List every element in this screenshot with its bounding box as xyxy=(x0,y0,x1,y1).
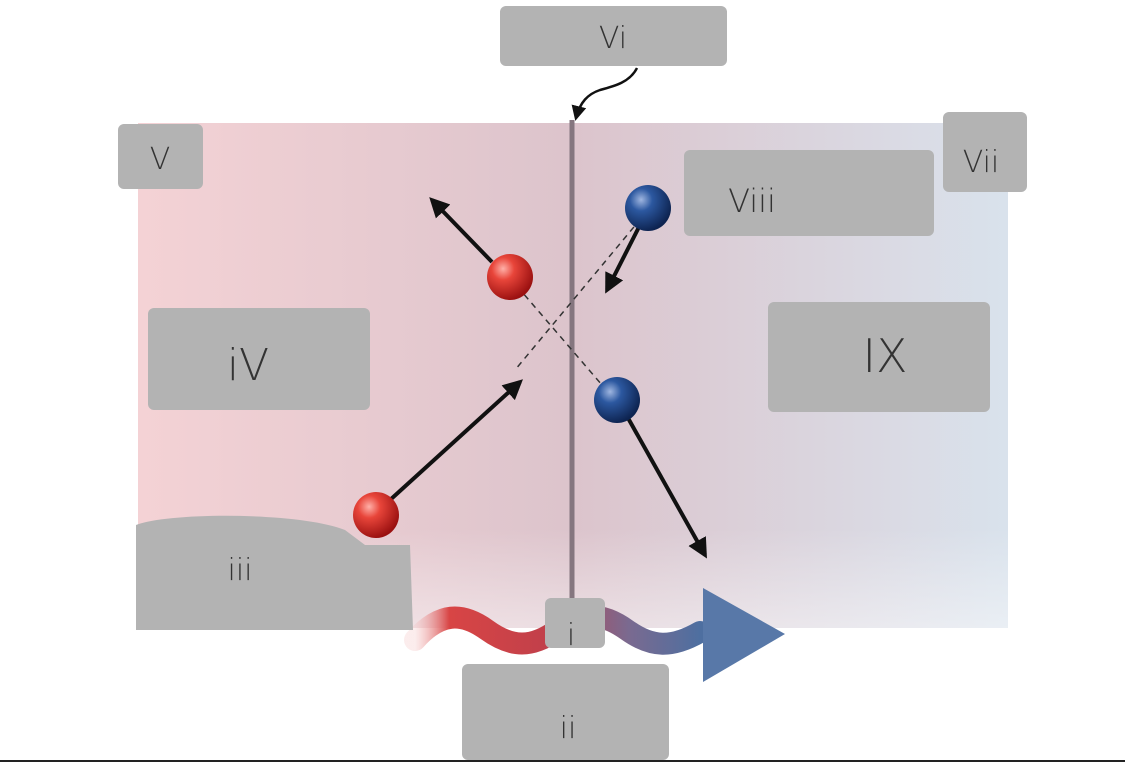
arrow-blue-incoming xyxy=(605,224,642,294)
arrow-red-outgoing xyxy=(429,197,494,264)
dashed-path-red xyxy=(509,277,609,393)
label-vii: Vii xyxy=(943,112,1027,192)
label-iii: iii xyxy=(136,515,413,630)
label-vi-pointer xyxy=(571,67,639,121)
arrow-blue-outgoing xyxy=(626,417,707,559)
label-i: i xyxy=(545,598,605,653)
red-particle-outgoing xyxy=(487,254,533,300)
label-vi-text: Vi xyxy=(599,21,627,56)
dashed-path-blue xyxy=(514,209,649,371)
label-iii-text: iii xyxy=(227,553,252,588)
label-ii: ii xyxy=(462,664,669,760)
label-viii-text: Viii xyxy=(728,182,776,220)
label-iv: iV xyxy=(148,308,370,410)
label-i-text: i xyxy=(567,618,575,653)
label-vi: Vi xyxy=(500,6,727,66)
blue-particle-incoming xyxy=(625,185,671,231)
label-ix: IX xyxy=(768,302,990,412)
label-ix-text: IX xyxy=(862,329,907,383)
label-vii-text: Vii xyxy=(963,145,1000,180)
red-particle-incoming xyxy=(353,492,399,538)
bottom-divider xyxy=(0,760,1125,762)
label-iv-text: iV xyxy=(227,340,269,391)
label-v-text: V xyxy=(150,142,171,177)
label-v: V xyxy=(118,124,203,189)
arrow-red-incoming xyxy=(388,379,523,502)
blue-particle-outgoing xyxy=(594,377,640,423)
label-viii: Viii xyxy=(684,150,934,236)
energy-wave-arrowhead xyxy=(703,588,785,682)
label-ii-text: ii xyxy=(560,711,577,746)
